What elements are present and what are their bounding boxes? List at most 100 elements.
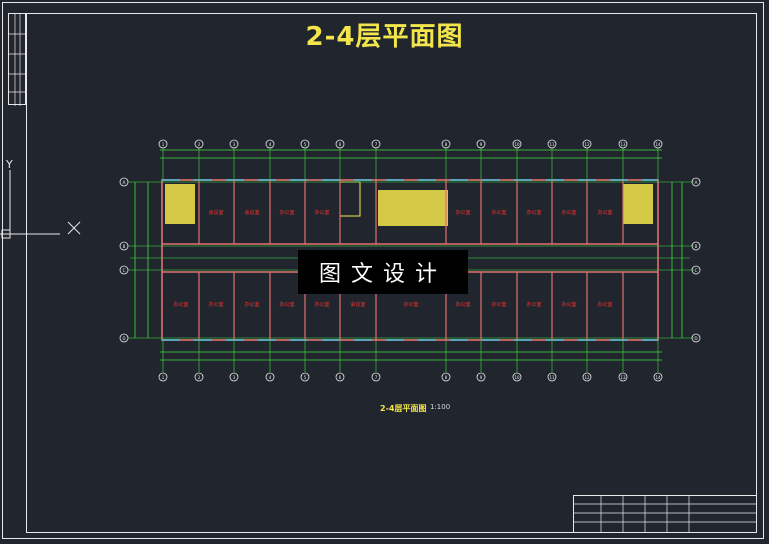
axis-label-top: 9 [480,142,483,147]
axis-bubble-bottom [300,372,310,382]
axis-label-top: 7 [375,142,378,147]
title-block [573,495,757,533]
room-label-north: 会议室 [208,209,223,216]
room-labels: 会议室会议室办公室办公室办公室办公室办公室办公室办公室办公室办公室办公室办公室办… [173,209,612,308]
axis-bubble-top [512,139,522,149]
axis-label-bottom: 10 [514,375,520,380]
axis-bubble-left [119,177,129,187]
axis-label-top: 2 [198,142,201,147]
axis-label-bottom: 12 [584,375,590,380]
axis-bubble-top [371,139,381,149]
axis-bubble-right [691,177,701,187]
axis-bubble-top [265,139,275,149]
axis-label-bottom: 11 [549,375,555,380]
axis-bubble-bottom [547,372,557,382]
axis-bubble-right [691,265,701,275]
room-label-north: 办公室 [526,209,541,216]
axis-bubble-bottom [371,372,381,382]
axis-bubble-top [476,139,486,149]
axis-label-top: 10 [514,142,520,147]
axis-bubble-top [229,139,239,149]
room-label-north: 办公室 [314,209,329,216]
axis-bubble-right [691,333,701,343]
axis-bubble-bottom [158,372,168,382]
room-label-south: 办公室 [279,301,294,308]
axis-label-left: A [123,180,126,185]
axis-label-right: C [695,268,698,273]
room-label-south: 办公室 [208,301,223,308]
axis-bubble-left [119,265,129,275]
axis-bubble-top [441,139,451,149]
room-label-south: 办公室 [526,301,541,308]
drawing-border [26,13,757,533]
room-label-south: 办公室 [455,301,470,308]
axis-label-bottom: 9 [480,375,483,380]
axis-bubble-left [119,333,129,343]
axis-label-bottom: 1 [162,375,165,380]
axis-bubble-bottom [229,372,239,382]
axis-label-top: 4 [269,142,272,147]
axis-bubble-top [653,139,663,149]
room-label-north: 会议室 [244,209,259,216]
axis-label-bottom: 8 [445,375,448,380]
room-label-south: 办公室 [597,301,612,308]
axis-bubble-bottom [335,372,345,382]
axis-label-right: A [695,180,698,185]
axis-bubble-top [582,139,592,149]
axis-label-top: 11 [549,142,555,147]
room-label-south: 办公室 [173,301,188,308]
axis-bubble-top [335,139,345,149]
drawing-outer-frame [2,2,764,539]
axis-label-left: D [122,336,125,341]
axis-bubble-top [618,139,628,149]
room-partitions [198,180,624,340]
room-label-north: 办公室 [597,209,612,216]
axis-bubble-bottom [265,372,275,382]
plan-scale: 1:100 [430,403,451,411]
room-label-north: 办公室 [561,209,576,216]
room-label-south: 办公室 [403,301,418,308]
axis-bubble-bottom [194,372,204,382]
axis-label-top: 12 [584,142,590,147]
axis-bubble-top [194,139,204,149]
axis-bubble-bottom [476,372,486,382]
axis-label-top: 13 [620,142,626,147]
axis-label-bottom: 13 [620,375,626,380]
room-label-south: 办公室 [491,301,506,308]
room-label-north: 办公室 [279,209,294,216]
axis-label-top: 14 [655,142,661,147]
axis-label-left: B [123,244,126,249]
axis-label-top: 3 [233,142,236,147]
binding-strip [8,13,27,106]
room-label-south: 会议室 [350,301,365,308]
axis-label-top: 5 [304,142,307,147]
drawing-title: 2-4层平面图 [305,22,464,52]
axis-label-bottom: 14 [655,375,661,380]
room-label-south: 办公室 [561,301,576,308]
axis-label-bottom: 5 [304,375,307,380]
room-label-south: 办公室 [244,301,259,308]
axis-label-bottom: 6 [339,375,342,380]
watermark: 图文设计 [298,250,468,294]
axis-bubble-top [300,139,310,149]
axis-label-bottom: 2 [198,375,201,380]
ucs-icon: Y [0,158,81,239]
axis-bubble-top [547,139,557,149]
axis-bubble-top [158,139,168,149]
axis-label-bottom: 3 [233,375,236,380]
axis-bubble-bottom [441,372,451,382]
room-label-north: 办公室 [455,209,470,216]
axis-bubble-bottom [653,372,663,382]
axis-bubble-bottom [582,372,592,382]
binding-strip-lines [9,14,27,106]
axis-label-top: 1 [162,142,165,147]
axis-label-right: D [694,336,697,341]
svg-text:Y: Y [5,158,13,171]
room-label-north: 办公室 [491,209,506,216]
plan-caption: 2-4层平面图 [380,404,427,413]
axis-bubble-right [691,241,701,251]
axis-label-bottom: 4 [269,375,272,380]
axis-label-top: 8 [445,142,448,147]
axis-bubble-bottom [512,372,522,382]
